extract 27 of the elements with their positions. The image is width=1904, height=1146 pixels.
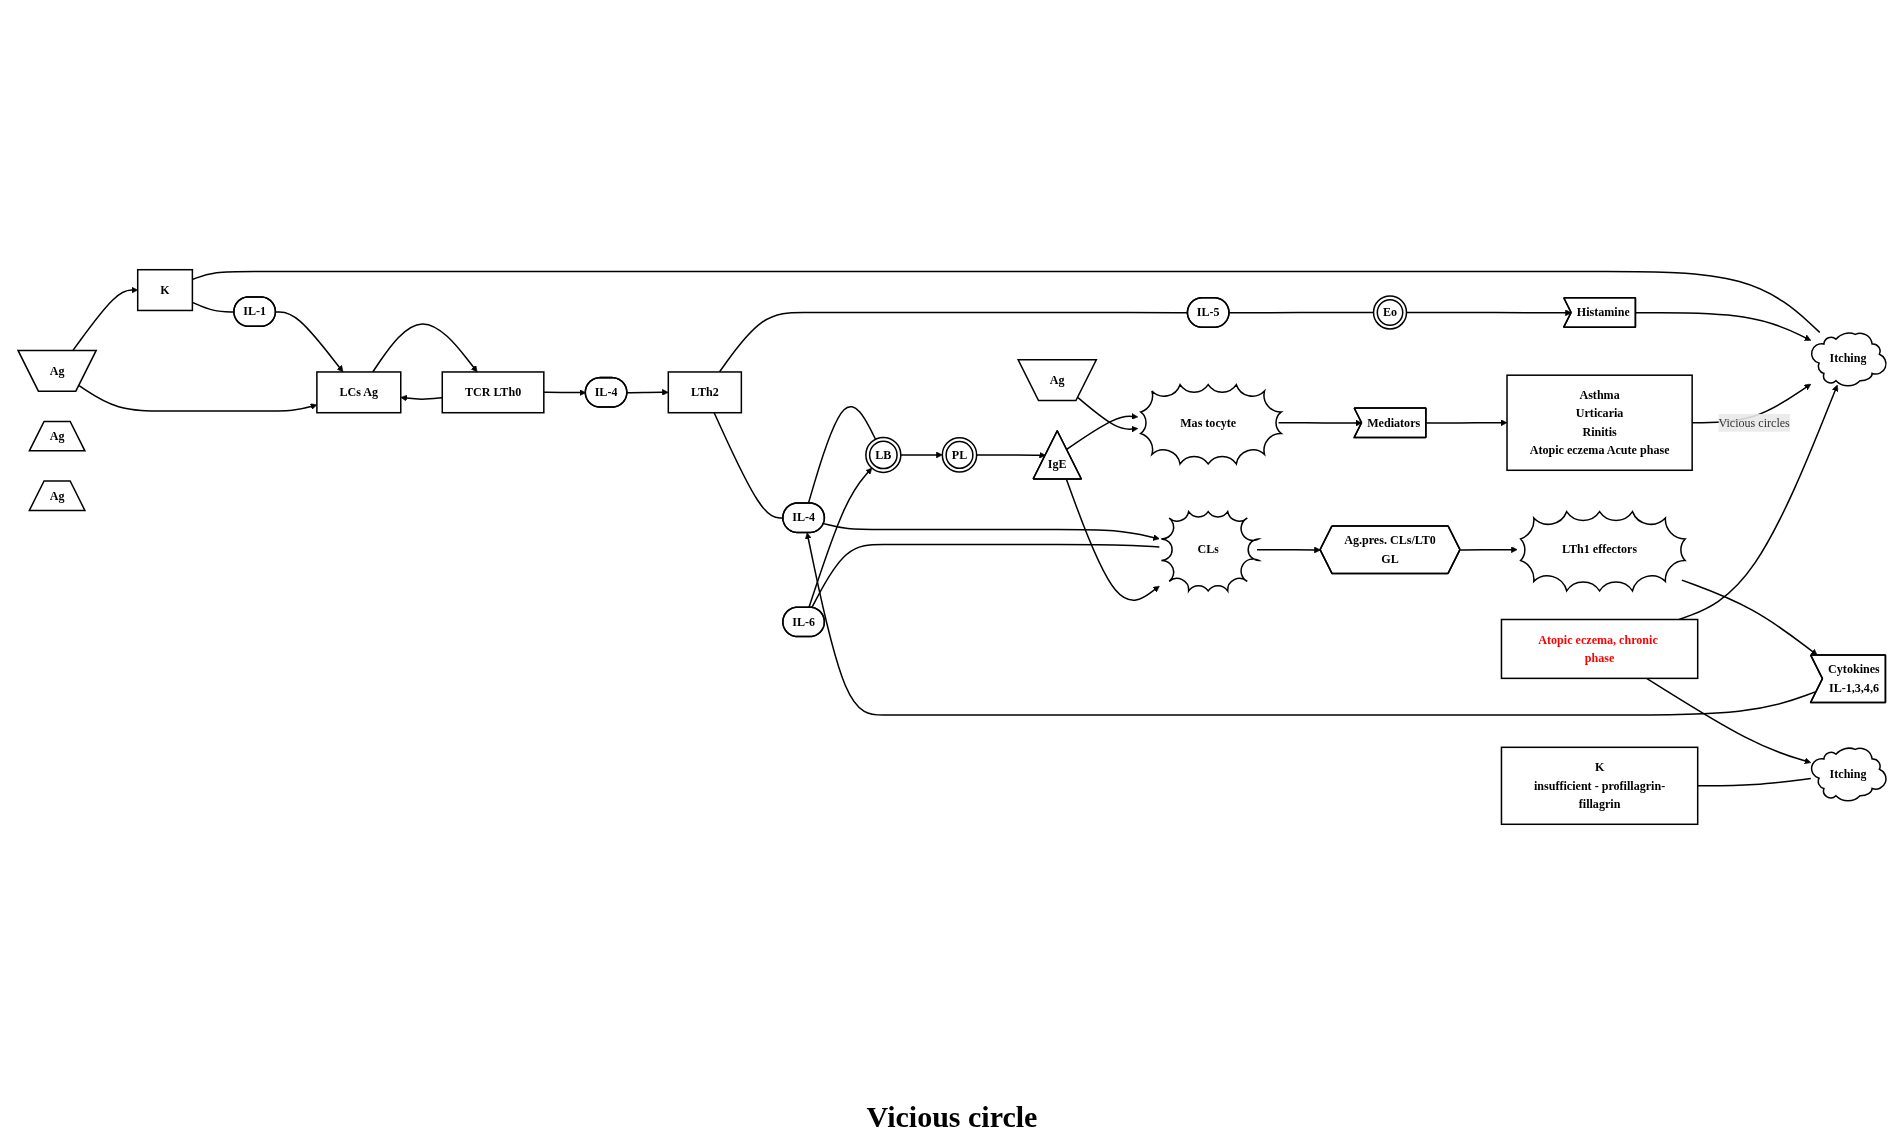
node-box: K bbox=[136, 268, 194, 312]
edge-label: Vicious circles bbox=[1718, 415, 1790, 429]
arrow bbox=[543, 389, 586, 396]
arrow bbox=[275, 311, 344, 373]
arrow bbox=[805, 532, 1818, 716]
note-text: Vicious circle bbox=[866, 1100, 1038, 1134]
arrow bbox=[1256, 546, 1321, 554]
arrow bbox=[808, 467, 873, 609]
node-box: LCs Ag bbox=[316, 371, 402, 414]
arrow bbox=[626, 389, 669, 396]
node-box: LTh2 bbox=[667, 371, 743, 414]
connector bbox=[811, 543, 1161, 609]
arrow bbox=[400, 394, 443, 402]
arrow bbox=[822, 522, 1160, 541]
arrow bbox=[1425, 419, 1508, 427]
node-circle: Eo bbox=[1372, 295, 1408, 330]
node-box: Asthma Urticaria Rinitis Atopic eczema Acute phase bbox=[1506, 374, 1693, 472]
arrow bbox=[1459, 546, 1518, 553]
arrow bbox=[1645, 677, 1812, 765]
node-box: Atopic eczema, chronic phase bbox=[1500, 618, 1699, 680]
node-box: K insufficient - profillagrin-fillagrin bbox=[1500, 746, 1699, 826]
arrow bbox=[900, 451, 943, 459]
arrow bbox=[1065, 413, 1139, 450]
arrow bbox=[1635, 312, 1812, 341]
node-box: TCR LTh0 bbox=[441, 371, 545, 414]
arrow bbox=[371, 323, 478, 373]
arrow bbox=[1077, 396, 1139, 433]
